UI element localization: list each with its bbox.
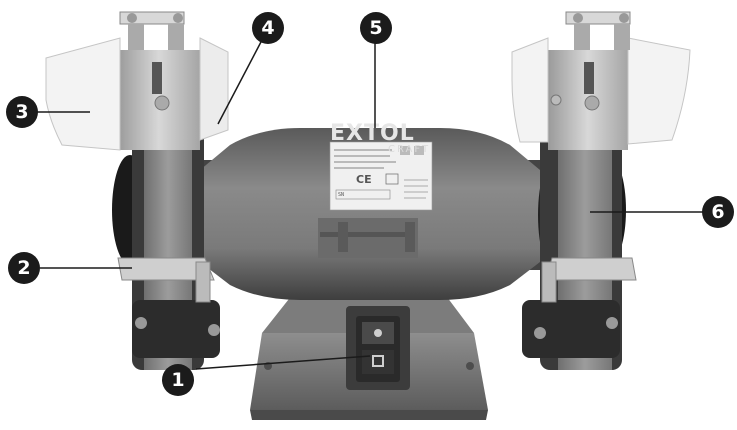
leader-lines: [36, 39, 705, 370]
left-wheel-assembly: [45, 11, 229, 370]
callout-1: 1: [162, 364, 194, 396]
callout-4: 4: [252, 12, 284, 44]
brand-sub: CRAFT: [388, 144, 430, 155]
brand-logo: EXTOL: [330, 121, 415, 146]
svg-text:CE: CE: [356, 173, 372, 186]
power-switch: [346, 306, 410, 390]
rating-plate: CE SN: [329, 141, 433, 211]
right-wheel-assembly: [511, 11, 691, 370]
motor-housing: [200, 128, 540, 300]
callout-5: 5: [360, 12, 392, 44]
callout-3: 3: [6, 96, 38, 128]
callout-6: 6: [702, 196, 734, 228]
callout-2: 2: [8, 252, 40, 284]
leader-line-4: [217, 39, 263, 125]
leader-line-1: [195, 355, 371, 370]
serial-label: SN: [338, 192, 344, 198]
